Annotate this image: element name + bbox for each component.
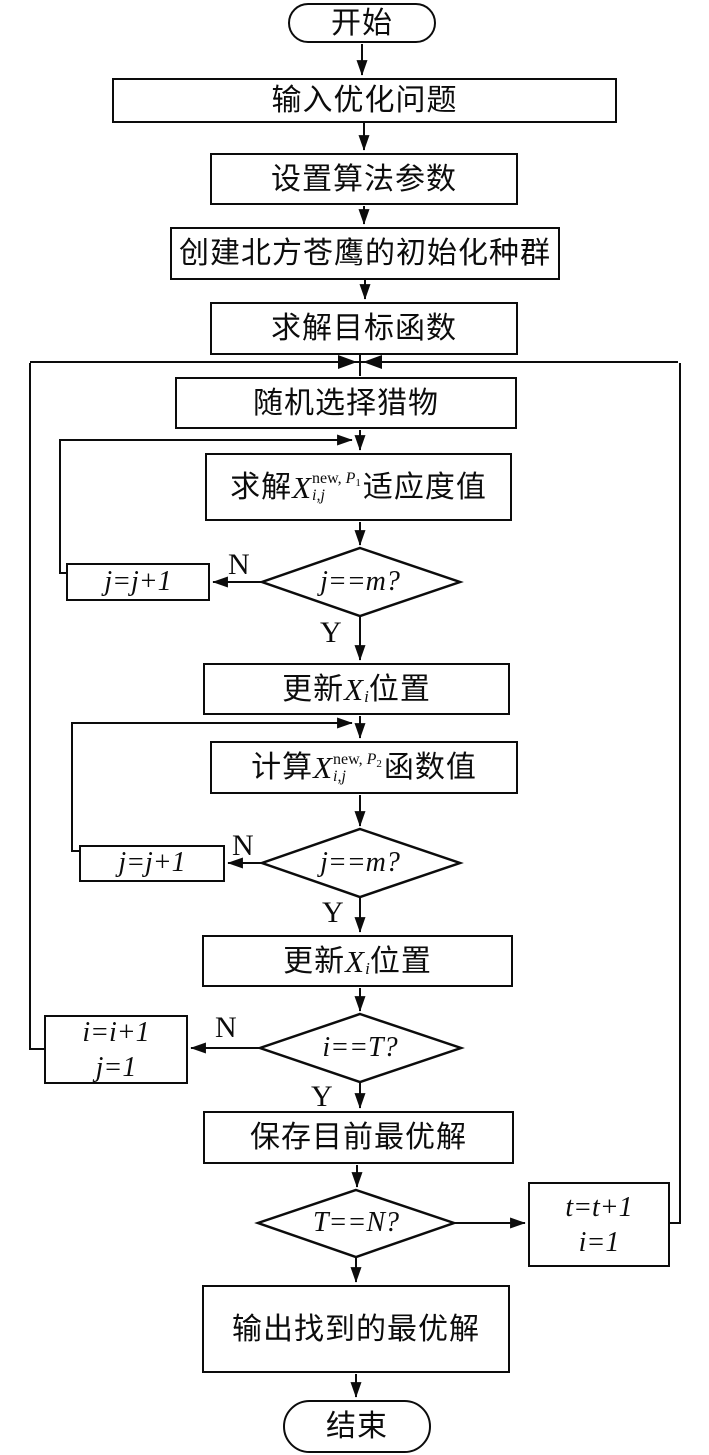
decision2-no-label: N	[232, 829, 254, 862]
decision1-yes-label: Y	[320, 616, 342, 649]
node-save-best: 保存目前最优解	[203, 1111, 514, 1164]
inc-j2-label: j=j+1	[118, 847, 186, 879]
fitness-p1-sup-var: P	[345, 470, 356, 488]
func-p2-prefix: 计算	[251, 751, 314, 784]
decision1-no-label: N	[228, 548, 250, 581]
decision3-label: i==T?	[322, 1032, 398, 1063]
node-input-problem: 输入优化问题	[112, 78, 617, 123]
decision3-no-label: N	[215, 1011, 237, 1044]
update-x1-suffix: 位置	[368, 672, 431, 706]
decision2-yes-label: Y	[322, 896, 344, 929]
node-inc-t: t=t+1 i=1	[528, 1182, 670, 1267]
func-p2-variable: X	[313, 750, 333, 785]
select-prey-label: 随机选择猎物	[253, 386, 439, 420]
decision3-yes-label: Y	[311, 1080, 333, 1113]
node-start: 开始	[288, 3, 436, 43]
node-set-params: 设置算法参数	[210, 153, 518, 205]
update-x1-variable: X	[344, 671, 364, 707]
inc-i-line2: j=1	[95, 1051, 137, 1083]
start-label: 开始	[331, 6, 393, 40]
node-select-prey: 随机选择猎物	[175, 377, 517, 429]
node-output-best: 输出找到的最优解	[202, 1285, 510, 1373]
inc-j1-label: j=j+1	[104, 565, 172, 597]
update-x2-suffix: 位置	[369, 944, 432, 978]
solve-objective-label: 求解目标函数	[271, 312, 457, 345]
decision3-diamond	[256, 1012, 465, 1084]
node-init-population: 创建北方苍鹰的初始化种群	[170, 227, 560, 280]
fitness-p1-sup-word: new,	[312, 470, 346, 488]
node-end: 结束	[283, 1400, 431, 1453]
update-x1-sub: i	[364, 686, 369, 706]
fitness-p1-sup-index: 1	[355, 477, 361, 490]
decision1-label: j==m?	[320, 566, 400, 597]
func-p2-sub: i,j	[333, 767, 346, 785]
fitness-p1-sub: i,j	[312, 487, 325, 504]
save-best-label: 保存目前最优解	[250, 1121, 467, 1154]
end-label: 结束	[326, 1410, 388, 1443]
edge-loop-j1-back	[59, 434, 353, 574]
node-solve-objective: 求解目标函数	[210, 302, 518, 355]
inc-t-line2: i=1	[578, 1226, 620, 1258]
func-p2-suffix: 函数值	[383, 751, 477, 784]
init-population-label: 创建北方苍鹰的初始化种群	[179, 237, 551, 270]
func-p2-sup-index: 2	[376, 757, 382, 770]
input-problem-label: 输入优化问题	[271, 84, 458, 117]
update-x2-sub: i	[365, 958, 370, 978]
inc-t-line1: t=t+1	[565, 1191, 633, 1223]
fitness-p1-variable: X	[292, 469, 312, 505]
update-x2-prefix: 更新	[283, 944, 346, 978]
junction-arrowhead-left-icon	[338, 355, 357, 369]
decision2-label: j==m?	[320, 847, 400, 878]
func-p2-sup-word: new,	[333, 750, 367, 768]
node-inc-j1: j=j+1	[66, 563, 210, 601]
decision2-diamond	[258, 827, 464, 899]
decision1-diamond	[258, 546, 464, 618]
output-best-label: 输出找到的最优解	[232, 1312, 480, 1346]
node-inc-i: i=i+1 j=1	[44, 1015, 188, 1084]
fitness-p1-suffix: 适应度值	[362, 470, 487, 504]
func-p2-sup-var: P	[366, 750, 377, 768]
edge-loop-t-return-rail	[670, 363, 681, 1224]
decision4-label: T==N?	[312, 1207, 400, 1238]
edge-loop-j2-back	[71, 717, 353, 852]
junction-arrowhead-right-icon	[363, 355, 382, 369]
update-x1-prefix: 更新	[282, 672, 345, 706]
update-x2-variable: X	[345, 943, 365, 979]
fitness-p1-prefix: 求解	[230, 470, 293, 504]
node-inc-j2: j=j+1	[79, 845, 225, 882]
set-params-label: 设置算法参数	[271, 162, 457, 196]
inc-i-line1: i=i+1	[82, 1016, 150, 1048]
decision4-diamond	[254, 1188, 458, 1259]
edge-loop-i-return-rail	[29, 363, 44, 1050]
